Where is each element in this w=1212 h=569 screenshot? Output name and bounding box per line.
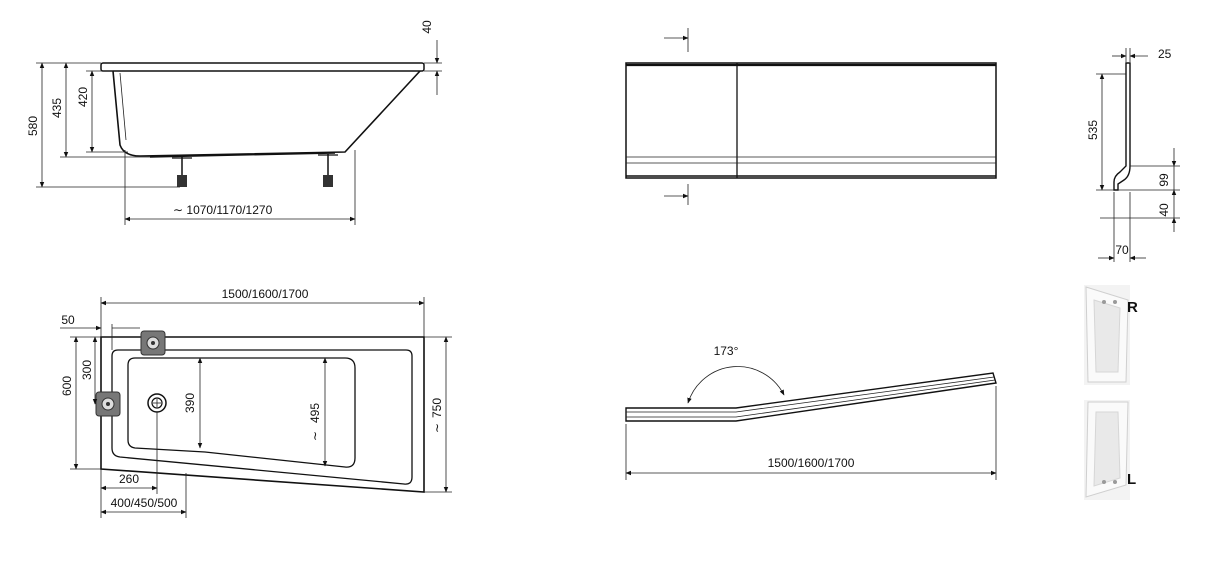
panel-body — [625, 62, 997, 179]
dim-300: 300 — [80, 360, 94, 380]
dim-260: 260 — [119, 472, 139, 486]
panel-profile: 25 535 99 40 70 — [1086, 47, 1180, 262]
dim-535: 535 — [1086, 120, 1100, 140]
dim-600: 600 — [60, 376, 74, 396]
dim-50: 50 — [61, 313, 75, 327]
dim-390: 390 — [183, 393, 197, 413]
bath-base — [149, 152, 336, 158]
angle-label: 173° — [714, 344, 739, 358]
approx-sign-750: ∼ — [430, 423, 444, 433]
dim-25: 25 — [1158, 47, 1172, 61]
dim-40-rim: 40 — [420, 20, 434, 34]
bent-panel-shape — [625, 372, 997, 422]
bent-panel: 173° 1500/1600/1700 — [625, 344, 997, 480]
dim-580: 580 — [26, 116, 40, 136]
side-fitting-icon — [95, 391, 121, 417]
bath-leg-left — [172, 157, 192, 187]
bath-outline-outer — [100, 336, 425, 493]
dim-495: 495 — [308, 403, 322, 423]
front-panel — [625, 28, 997, 205]
dim-435: 435 — [50, 98, 64, 118]
variant-right: R — [1084, 285, 1138, 385]
dim-40-profile: 40 — [1157, 203, 1171, 217]
dim-bent-length: 1500/1600/1700 — [768, 456, 855, 470]
dim-side-length: ∼ 1070/1170/1270 — [173, 203, 273, 217]
dim-420: 420 — [76, 87, 90, 107]
profile-shape — [1113, 62, 1131, 191]
variant-left-label: L — [1127, 471, 1136, 488]
dim-top-length: 1500/1600/1700 — [222, 287, 309, 301]
dim-99: 99 — [1157, 173, 1171, 187]
approx-sign-495: ∼ — [308, 431, 322, 441]
top-view: 1500/1600/1700 50 600 300 390 495 ∼ 750 … — [60, 287, 452, 518]
angle-arc — [687, 366, 785, 404]
bath-leg-right — [318, 154, 338, 187]
bath-rim — [100, 62, 425, 72]
dim-70: 70 — [1115, 243, 1129, 257]
dim-750: 750 — [430, 398, 444, 418]
bath-inner-line — [119, 72, 127, 141]
variant-right-label: R — [1127, 299, 1138, 316]
side-view: 580 435 420 40 ∼ 1070/1170/1270 — [26, 20, 442, 225]
variant-left: L — [1084, 400, 1136, 500]
dim-width-bottom: 400/450/500 — [111, 496, 178, 510]
bath-basin — [127, 357, 356, 468]
overflow-fitting-icon — [140, 330, 166, 356]
bath-outline-inner — [111, 349, 413, 485]
drain-icon — [147, 393, 167, 413]
bath-body — [112, 70, 421, 157]
